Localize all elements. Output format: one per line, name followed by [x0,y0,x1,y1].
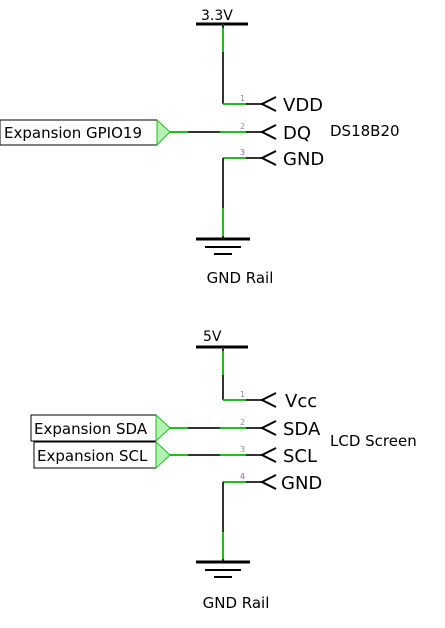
port-label-scl: Expansion SCL [37,447,148,465]
pin-connector-gnd-lcd [259,474,277,490]
pin-connector-scl [259,447,277,463]
pin-number: 4 [240,472,245,481]
power-label-5v: 5V [203,329,222,345]
power-label-3v3: 3.3V [201,8,233,24]
pin-number: 1 [240,390,245,399]
circuit-ds18b20: 3.3V 1 VDD Expansion GPIO19 2 DQ DS18B20… [0,8,400,287]
pin-connector-gnd [259,150,277,166]
pin-label-vcc: Vcc [285,391,317,412]
pin-label-vdd: VDD [283,95,323,116]
port-label-sda: Expansion SDA [34,420,148,438]
pin-label-dq: DQ [283,123,311,144]
ground-symbol [196,560,250,578]
port-arrow-gpio19 [156,118,171,147]
pin-connector-vdd [259,96,277,112]
pin-connector-dq [259,124,277,140]
pin-label-sda: SDA [283,419,321,440]
pin-label-scl: SCL [283,446,317,467]
pin-number: 3 [240,148,245,157]
port-arrow-sda [155,413,171,443]
pin-number: 2 [240,418,245,427]
port-label-gpio19: Expansion GPIO19 [4,124,142,142]
ground-symbol [196,237,250,255]
pin-number: 1 [240,94,245,103]
part-label-lcd: LCD Screen [330,432,417,450]
pin-label-gnd: GND [283,149,324,170]
pin-number: 2 [240,122,245,131]
pin-connector-vcc [259,392,277,408]
pin-label-gnd-lcd: GND [281,473,322,494]
circuit-lcd: 5V 1 Vcc Expansion SDA 2 SDA LCD Screen … [30,329,417,612]
ground-label: GND Rail [207,269,274,287]
ground-label: GND Rail [203,594,270,612]
pin-connector-sda [259,420,277,436]
port-gpio19[interactable] [0,119,158,146]
port-sda[interactable] [30,414,157,442]
port-arrow-scl [155,440,171,470]
pin-number: 3 [240,445,245,454]
part-label-ds18b20: DS18B20 [330,122,400,140]
